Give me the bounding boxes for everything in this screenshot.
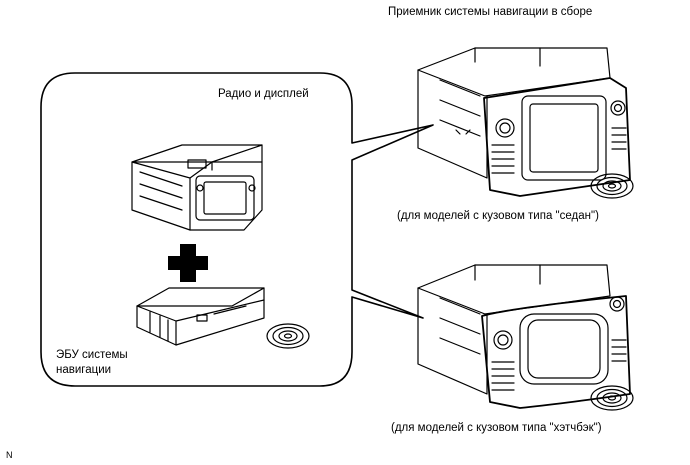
radio-display-label: Радио и дисплей (218, 88, 309, 100)
hatchback-caption: (для моделей с кузовом типа "хэтчбэк") (391, 422, 602, 434)
plus-icon (168, 244, 208, 282)
receiver-assembly-sedan (417, 47, 634, 199)
sedan-caption: (для моделей с кузовом типа "седан") (397, 210, 599, 222)
ecu-box (136, 287, 265, 346)
receiver-assembly-hatchback (417, 264, 634, 411)
cd-disc-icon (266, 323, 310, 349)
radio-display-unit (131, 144, 263, 231)
ecu-label: ЭБУ системы навигации (56, 349, 128, 376)
group-callout-box (40, 72, 434, 387)
corner-mark: N (6, 450, 13, 460)
assembly-title: Приемник системы навигации в сборе (388, 6, 593, 18)
